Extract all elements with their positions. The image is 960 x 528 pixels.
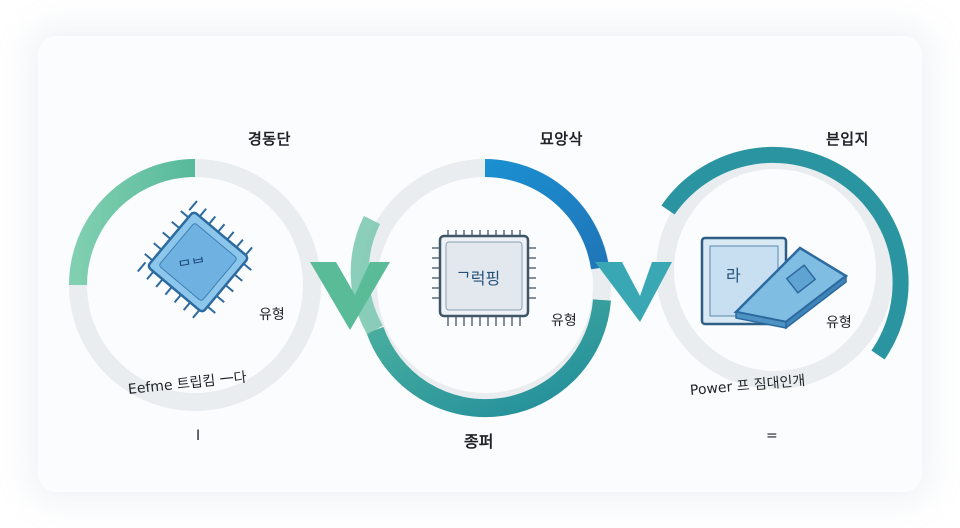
stage-1-side-label: 유형 bbox=[259, 307, 285, 323]
stage-3-marker: = bbox=[766, 428, 778, 444]
stage-2-bottom-label: 종퍼 bbox=[464, 432, 494, 451]
connector-1 bbox=[310, 262, 390, 330]
ring-1 bbox=[69, 159, 321, 411]
stage-2-title: 묘앙삭 bbox=[540, 130, 583, 148]
stage-1-title: 경동단 bbox=[248, 130, 291, 148]
device-3-icon bbox=[700, 236, 849, 330]
stage-2-chip-text: ᄀ럭핑 bbox=[456, 269, 501, 288]
chip-2-icon bbox=[432, 230, 536, 326]
connector-2 bbox=[595, 262, 672, 322]
stage-3-chip-text: 라 bbox=[726, 266, 741, 285]
chip-1-icon bbox=[137, 200, 253, 319]
stage-3-side-label: 유형 bbox=[826, 315, 852, 331]
stage-1-marker: I bbox=[196, 428, 201, 444]
stage-3-title: 븐입지 bbox=[826, 130, 869, 148]
stage-2-side-label: 유형 bbox=[551, 313, 577, 329]
